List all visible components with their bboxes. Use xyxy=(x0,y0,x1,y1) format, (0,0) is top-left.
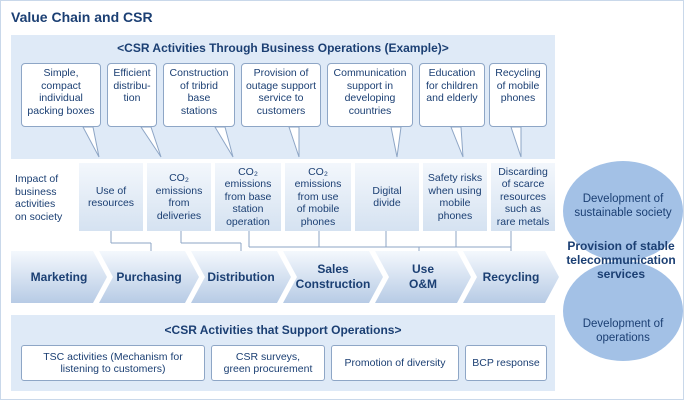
impact-co2-deliveries: CO₂ emissions from deliveries xyxy=(147,163,211,231)
circle-operations: Development of operations xyxy=(563,261,683,361)
support-csr-surveys: CSR surveys, green procurement xyxy=(211,345,325,381)
page-title: Value Chain and CSR xyxy=(11,9,153,25)
bubble-distribution: Efficient distribu- tion xyxy=(107,63,157,127)
impact-co2-base-stations: CO₂ emissions from base station operatio… xyxy=(215,163,281,231)
chain-step-sales-construction: Sales Construction xyxy=(283,251,383,303)
chain-step-distribution: Distribution xyxy=(191,251,291,303)
circle-sustainable-society: Development of sustainable society xyxy=(563,161,683,261)
impact-label: Impact of business activities on society xyxy=(15,173,63,223)
chain-step-purchasing: Purchasing xyxy=(99,251,199,303)
bottom-panel-heading: <CSR Activities that Support Operations> xyxy=(164,323,402,337)
chain-step-use-om: Use O&M xyxy=(375,251,471,303)
bubble-developing-countries: Communication support in developing coun… xyxy=(327,63,413,127)
support-bcp: BCP response xyxy=(465,345,547,381)
impact-co2-phones: CO₂ emissions from use of mobile phones xyxy=(285,163,351,231)
top-panel-heading: <CSR Activities Through Business Operati… xyxy=(117,41,449,55)
bubble-recycling: Recycling of mobile phones xyxy=(489,63,547,127)
impact-digital-divide: Digital divide xyxy=(355,163,419,231)
support-tsc-activities: TSC activities (Mechanism for listening … xyxy=(21,345,205,381)
center-provision-text: Provision of stable telecommunication se… xyxy=(566,239,676,281)
bubble-base-stations: Construction of tribrid base stations xyxy=(163,63,235,127)
bubble-packing: Simple, compact individual packing boxes xyxy=(21,63,101,127)
impact-resources: Use of resources xyxy=(79,163,143,231)
bubble-education: Education for children and elderly xyxy=(419,63,485,127)
chain-step-marketing: Marketing xyxy=(11,251,107,303)
impact-safety-risks: Safety risks when using mobile phones xyxy=(423,163,487,231)
chain-step-recycling: Recycling xyxy=(463,251,559,303)
support-diversity: Promotion of diversity xyxy=(331,345,459,381)
bubble-outage-support: Provision of outage support service to c… xyxy=(241,63,321,127)
impact-scarce-resources: Discarding of scarce resources such as r… xyxy=(491,163,555,231)
